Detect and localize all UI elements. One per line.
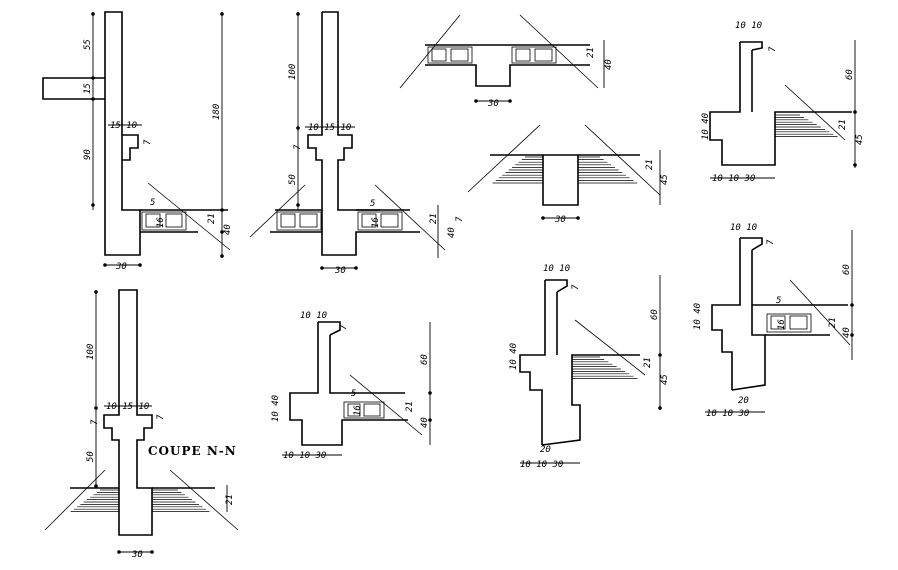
dim-10-10-30: 10 10 30 <box>283 451 326 461</box>
dim-45: 45 <box>660 374 670 385</box>
dim-21: 21 <box>828 317 838 328</box>
detail-slab-blocks: 21 40 30 <box>399 14 614 109</box>
dim-40: 40 <box>842 327 852 338</box>
dim-21: 21 <box>429 213 439 224</box>
dim-5: 5 <box>150 198 155 208</box>
dim-60: 60 <box>845 69 855 80</box>
dim-7: 7 <box>293 144 303 150</box>
dim-10-40: 10 40 <box>701 113 711 140</box>
dim-100: 100 <box>86 344 96 360</box>
dim-21: 21 <box>405 401 415 412</box>
dim-10-10-30: 10 10 30 <box>520 460 563 470</box>
dim-7: 7 <box>143 139 153 145</box>
dim-7: 7 <box>90 419 100 425</box>
dim-90: 90 <box>83 149 93 160</box>
dim-40: 40 <box>604 59 614 70</box>
dim-7: 7 <box>156 414 166 420</box>
dim-7: 7 <box>766 239 776 245</box>
dim-5: 5 <box>351 389 356 399</box>
dim-5: 5 <box>370 199 375 209</box>
detail-coupe-nn: 100 50 7 10 15 10 7 COUPE N-N 21 30 <box>44 289 239 560</box>
dim-50: 50 <box>288 174 298 185</box>
dim-10-15-10: 10 15 10 <box>308 123 351 133</box>
dim-21: 21 <box>225 494 235 505</box>
dim-10-40: 10 40 <box>509 343 519 370</box>
dim-21: 21 <box>586 47 596 58</box>
dim-20: 20 <box>540 445 551 455</box>
dim-10-40: 10 40 <box>693 303 703 330</box>
dim-10-10-top: 10 10 <box>300 311 327 321</box>
dim-5: 5 <box>776 296 781 306</box>
dim-45: 45 <box>660 174 670 185</box>
detail-wall-with-beam: 55 15 90 180 21 40 5 16 15 10 7 30 <box>42 11 233 272</box>
detail-bottom-small: 60 21 40 5 16 10 10 7 10 40 10 10 30 <box>271 311 432 461</box>
dim-10-10-top: 10 10 <box>730 223 757 233</box>
dim-15: 15 <box>83 83 93 94</box>
dim-60: 60 <box>650 309 660 320</box>
dim-15-10: 15 10 <box>110 121 137 131</box>
dim-180: 180 <box>212 104 222 120</box>
dim-100: 100 <box>288 64 298 80</box>
dim-40: 40 <box>420 417 430 428</box>
dim-30: 30 <box>334 266 346 276</box>
dim-16: 16 <box>371 217 381 228</box>
dim-21: 21 <box>643 357 653 368</box>
dim-45: 45 <box>855 134 865 145</box>
dim-21: 21 <box>207 213 217 224</box>
dim-40: 40 <box>223 224 233 235</box>
dim-7: 7 <box>455 216 465 222</box>
dim-50: 50 <box>86 451 96 462</box>
dim-21: 21 <box>645 159 655 170</box>
detail-hatched-strip: 21 45 30 <box>467 124 670 225</box>
dim-10-40: 10 40 <box>271 395 281 422</box>
dim-10-10-top: 10 10 <box>543 264 570 274</box>
dim-60: 60 <box>842 264 852 275</box>
dim-10-10-30: 10 10 30 <box>712 174 755 184</box>
dim-10-10-top: 10 10 <box>735 21 762 31</box>
dim-20: 20 <box>738 396 749 406</box>
dim-7: 7 <box>768 46 778 52</box>
detail-wall-two-sides: 100 50 7 10 15 10 16 5 21 40 7 30 <box>249 11 465 276</box>
dim-10-15-10: 10 15 10 <box>106 402 149 412</box>
dim-30: 30 <box>554 215 566 225</box>
detail-bottom-right: 60 21 40 5 16 10 10 7 10 40 20 10 10 30 <box>693 223 854 419</box>
dim-30: 30 <box>487 99 499 109</box>
dim-10-10-30: 10 10 30 <box>706 409 749 419</box>
dim-21: 21 <box>838 119 848 130</box>
dim-30: 30 <box>131 550 143 560</box>
dim-55: 55 <box>83 39 93 50</box>
dim-16: 16 <box>156 217 166 228</box>
detail-top-right: 60 21 45 10 10 7 10 40 10 10 30 <box>701 21 865 184</box>
dim-60: 60 <box>420 354 430 365</box>
dim-16: 16 <box>353 405 363 416</box>
dim-40: 40 <box>447 227 457 238</box>
section-title: COUPE N-N <box>148 444 237 458</box>
dim-7: 7 <box>571 284 581 290</box>
dim-16: 16 <box>777 319 787 330</box>
dim-30: 30 <box>115 262 127 272</box>
dim-7: 7 <box>339 324 349 330</box>
detail-stepped-foundation: 60 21 45 10 10 7 10 40 20 10 10 30 <box>509 264 670 470</box>
